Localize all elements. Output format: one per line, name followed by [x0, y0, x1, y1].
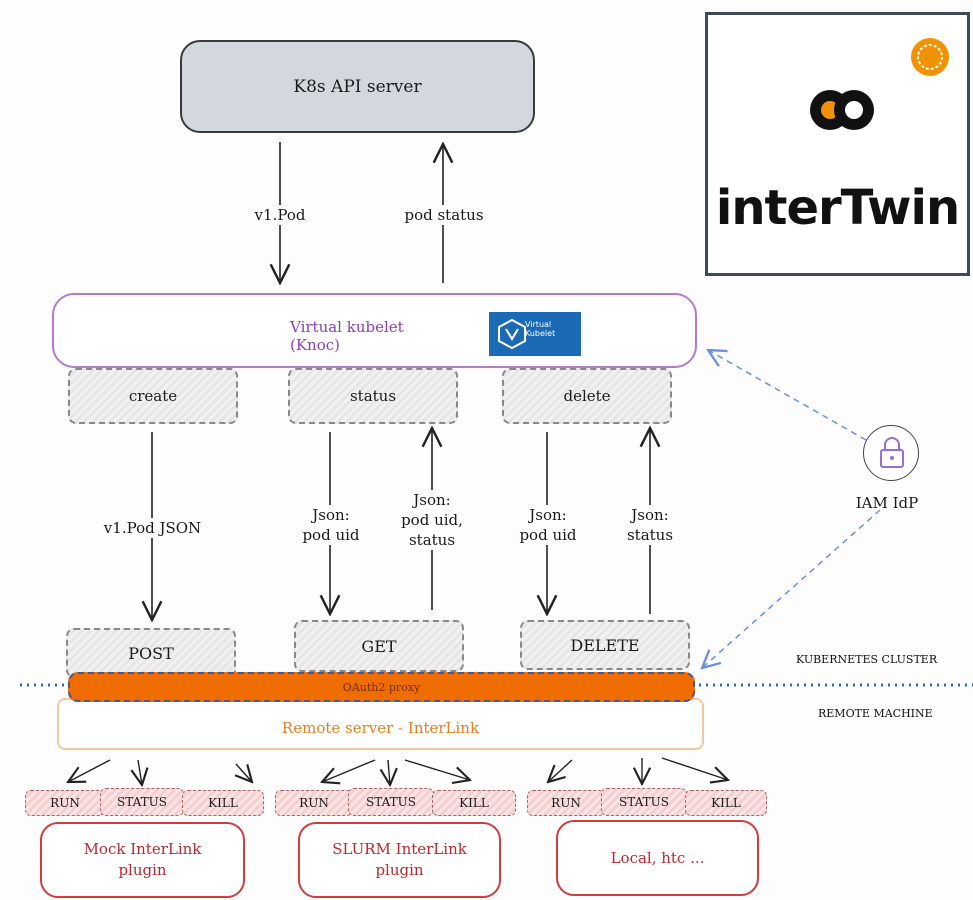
- remote-server-label: Remote server - InterLink: [281, 719, 480, 737]
- virtual-kubelet-badge: [489, 312, 581, 356]
- flow-create-label: v1.Pod JSON: [95, 518, 210, 538]
- op-create: create: [68, 368, 238, 424]
- action-run: RUN: [527, 790, 605, 816]
- action-status: STATUS: [348, 788, 434, 816]
- badge-icon: [911, 38, 949, 76]
- method-get: GET: [294, 620, 464, 672]
- kubelet-badge-text: Virtual Kubelet: [525, 320, 556, 338]
- action-status: STATUS: [601, 788, 687, 816]
- plugin-local-label: Local, htc ...: [610, 848, 705, 867]
- virtual-kubelet-label: Virtual kubelet (Knoc): [290, 318, 404, 354]
- virtual-kubelet: [52, 293, 697, 368]
- plugin-mock-label: Mock InterLink plugin: [83, 840, 202, 879]
- v1pod-label: v1.Pod: [245, 205, 315, 225]
- arrow-iam-kubelet: [708, 350, 867, 441]
- action-kill: KILL: [685, 790, 767, 816]
- method-post: POST: [66, 628, 236, 678]
- action-status: STATUS: [100, 788, 184, 816]
- plugin-local: Local, htc ...: [556, 820, 759, 896]
- remote-server: Remote server - InterLink: [57, 698, 704, 750]
- lock-icon: [880, 437, 904, 468]
- flow-delete-up-label: Json: status: [620, 505, 680, 545]
- oauth2-proxy: OAuth2 proxy: [68, 672, 695, 702]
- flow-delete-down-label: Json: pod uid: [517, 505, 579, 545]
- intertwin-logo: interTwin: [705, 12, 970, 276]
- flow-status-up-label: Json: pod uid, status: [398, 490, 466, 550]
- pod-status-label: pod status: [398, 205, 490, 225]
- op-status: status: [288, 368, 458, 424]
- zone-remote-machine: REMOTE MACHINE: [818, 707, 933, 720]
- method-delete: DELETE: [520, 620, 690, 670]
- arrow-iam-oauth: [702, 509, 881, 668]
- flow-status-down-label: Json: pod uid: [300, 505, 362, 545]
- kubelet-icon: [498, 318, 526, 350]
- k8s-api-server: K8s API server: [180, 40, 535, 133]
- plugin-slurm: SLURM InterLink plugin: [298, 822, 501, 898]
- zone-kubernetes-cluster: KUBERNETES CLUSTER: [796, 653, 938, 666]
- plugin-slurm-label: SLURM InterLink plugin: [332, 840, 467, 879]
- intertwin-circles-icon: [810, 90, 874, 130]
- plugin-mock: Mock InterLink plugin: [40, 822, 245, 898]
- api-server-label: K8s API server: [293, 76, 422, 97]
- action-run: RUN: [25, 790, 105, 816]
- iam-idp-label: IAM IdP: [855, 494, 919, 512]
- op-delete: delete: [502, 368, 672, 424]
- iam-idp-node: [863, 425, 919, 481]
- action-kill: KILL: [432, 790, 516, 816]
- action-kill: KILL: [182, 790, 264, 816]
- action-run: RUN: [275, 790, 353, 816]
- intertwin-wordmark: interTwin: [715, 180, 960, 236]
